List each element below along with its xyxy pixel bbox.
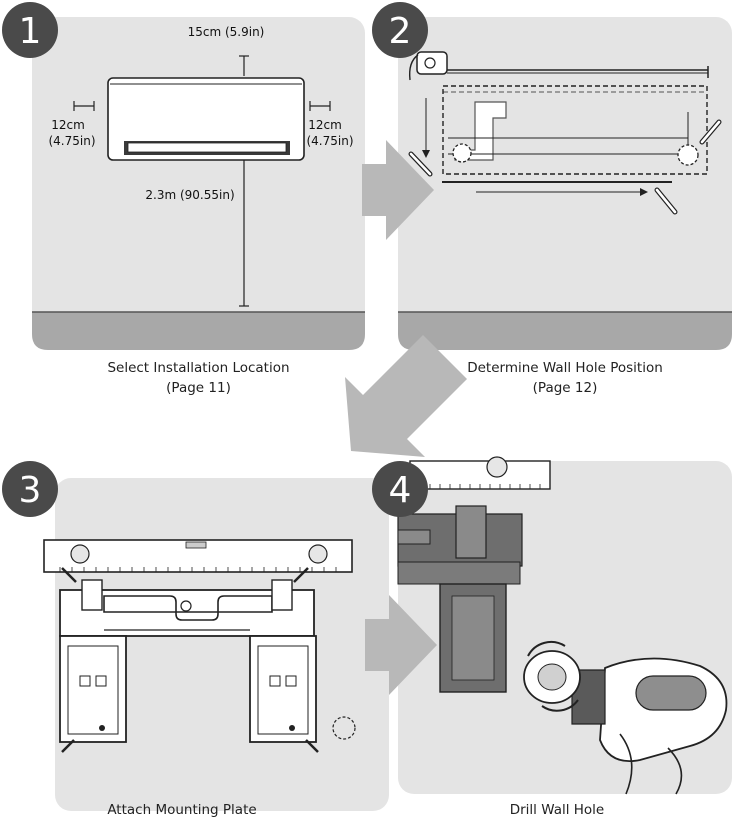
step-1-floor [32, 312, 365, 350]
step-2-page-ref: (Page 12) [532, 380, 598, 396]
pencil-icon [699, 119, 722, 145]
left-clearance-cm: 12cm [51, 118, 85, 132]
step-2-number: 2 [389, 11, 412, 52]
left-hole-mark [452, 143, 472, 163]
step-2-panel [398, 17, 732, 350]
screw-icon [61, 567, 77, 583]
step-4-panel [397, 456, 732, 795]
arrow-step2-to-step3 [345, 335, 467, 457]
step-2-title: Determine Wall Hole Position [467, 360, 663, 376]
step-3-number: 3 [19, 470, 42, 511]
step-2-floor [398, 312, 732, 350]
pencil-icon [654, 187, 678, 215]
step-1-panel: 15cm (5.9in) 12cm (4.75in) 12cm (4.75in)… [32, 17, 365, 350]
step-3-panel [43, 478, 389, 811]
step-2-caption: Determine Wall Hole Position (Page 12) [398, 358, 732, 398]
drill-icon [523, 640, 728, 795]
mounting-plate [59, 579, 317, 743]
wall-hole-mark [332, 716, 356, 740]
right-hole-mark [677, 144, 699, 166]
screw-icon [61, 739, 75, 753]
step-4-caption: Drill Wall Hole [398, 800, 716, 820]
step-1-badge: 1 [2, 2, 58, 58]
step-1-page-ref: (Page 11) [166, 380, 231, 396]
floor-height-marker [239, 160, 249, 307]
tape-measure-icon [408, 51, 709, 81]
arrow-step1-to-step2 [362, 140, 434, 240]
left-clearance-marker [73, 101, 95, 111]
step-4-title: Drill Wall Hole [509, 802, 605, 818]
step-3-title: Attach Mounting Plate [107, 802, 257, 818]
top-clearance-marker [239, 55, 249, 76]
indoor-unit [107, 77, 305, 161]
step-2-badge: 2 [372, 2, 428, 58]
step-3-badge: 3 [2, 461, 58, 517]
step-1-background [32, 17, 365, 350]
spirit-level [43, 539, 353, 573]
screw-icon [305, 739, 319, 753]
right-clearance-marker [309, 101, 331, 111]
pencil-icon [408, 151, 433, 177]
top-clearance-label: 15cm (5.9in) [188, 25, 265, 39]
step-1-number: 1 [19, 11, 42, 52]
step-1-title: Select Installation Location [107, 360, 290, 376]
screw-icon [293, 567, 309, 583]
step-4-badge: 4 [372, 461, 428, 517]
step-4-number: 4 [389, 470, 412, 511]
spirit-level [409, 456, 551, 490]
floor-height-label: 2.3m (90.55in) [145, 188, 234, 202]
mounting-plate-installed [397, 505, 523, 693]
right-clearance-cm: 12cm [308, 118, 342, 132]
right-clearance-in: (4.75in) [306, 134, 353, 148]
step-3-caption: Attach Mounting Plate [55, 800, 309, 820]
plate-outline [442, 85, 708, 175]
arrow-step3-to-step4 [365, 595, 437, 695]
step-2-background [398, 17, 732, 350]
step-1-caption: Select Installation Location (Page 11) [32, 358, 365, 398]
left-clearance-in: (4.75in) [48, 134, 95, 148]
